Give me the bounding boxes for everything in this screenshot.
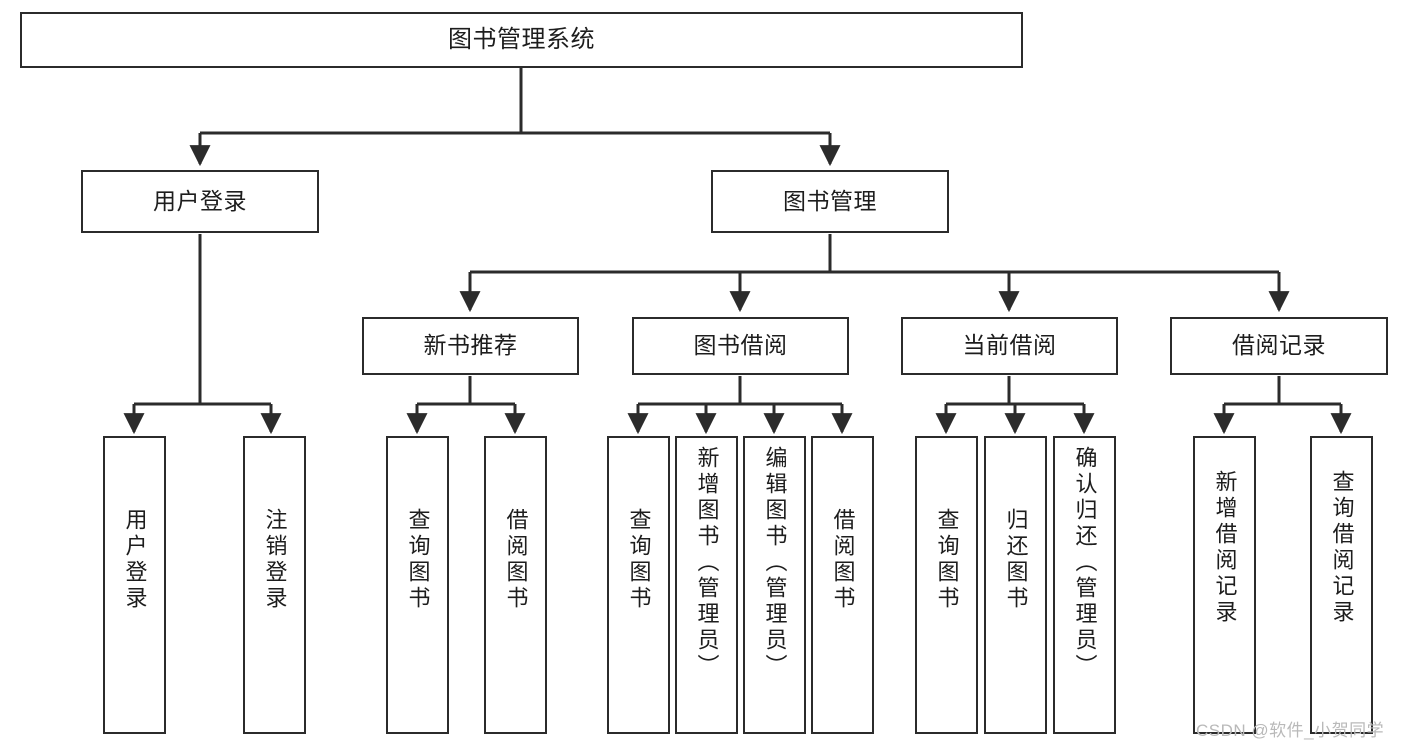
leaf-borrow-book-2-label: 借阅图书 [830,508,856,612]
leaf-logout-login-label: 注销登录 [262,508,288,612]
leaf-return-book[interactable]: 归还图书 [984,436,1047,734]
node-root-label: 图书管理系统 [448,25,595,53]
node-user-login-label: 用户登录 [153,187,247,214]
leaf-return-book-label: 归还图书 [1003,508,1029,612]
leaf-add-book[interactable]: 新增图书（管理员） [675,436,738,734]
node-new-book-recommend-label: 新书推荐 [423,332,518,359]
leaf-query-book-1-label: 查询图书 [405,508,431,612]
leaf-borrow-book-1[interactable]: 借阅图书 [484,436,547,734]
watermark: CSDN @软件_小贺同学 [1196,721,1385,740]
leaf-borrow-book-2[interactable]: 借阅图书 [811,436,874,734]
leaf-user-login[interactable]: 用户登录 [103,436,166,734]
leaf-confirm-return[interactable]: 确认归还（管理员） [1053,436,1116,734]
node-book-management[interactable]: 图书管理 [711,170,949,233]
node-book-borrow-label: 图书借阅 [693,332,788,359]
leaf-query-book-1[interactable]: 查询图书 [386,436,449,734]
leaf-add-book-label: 新增图书（管理员） [694,446,720,680]
leaf-edit-book-label: 编辑图书（管理员） [762,446,788,680]
leaf-query-book-2[interactable]: 查询图书 [607,436,670,734]
leaf-borrow-book-1-label: 借阅图书 [503,508,529,612]
node-book-borrow[interactable]: 图书借阅 [632,317,849,375]
leaf-user-login-label: 用户登录 [122,508,148,612]
node-current-borrow-label: 当前借阅 [962,332,1057,359]
leaf-add-record-label: 新增借阅记录 [1212,470,1238,626]
leaf-query-book-3[interactable]: 查询图书 [915,436,978,734]
node-book-management-label: 图书管理 [783,187,877,214]
node-user-login[interactable]: 用户登录 [81,170,319,233]
node-current-borrow[interactable]: 当前借阅 [901,317,1118,375]
node-borrow-record[interactable]: 借阅记录 [1170,317,1388,375]
leaf-query-record-label: 查询借阅记录 [1329,470,1355,626]
leaf-confirm-return-label: 确认归还（管理员） [1072,446,1098,680]
node-new-book-recommend[interactable]: 新书推荐 [362,317,579,375]
leaf-query-book-3-label: 查询图书 [934,508,960,612]
node-borrow-record-label: 借阅记录 [1232,332,1326,359]
leaf-query-record[interactable]: 查询借阅记录 [1310,436,1373,734]
leaf-add-record[interactable]: 新增借阅记录 [1193,436,1256,734]
leaf-logout-login[interactable]: 注销登录 [243,436,306,734]
leaf-query-book-2-label: 查询图书 [626,508,652,612]
node-root[interactable]: 图书管理系统 [20,12,1023,68]
leaf-edit-book[interactable]: 编辑图书（管理员） [743,436,806,734]
